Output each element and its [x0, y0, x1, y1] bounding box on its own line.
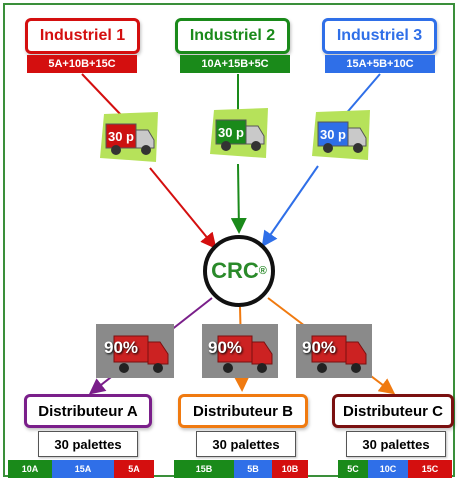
distributeur-b-seg-1: 15B: [174, 460, 234, 478]
distributeur-a-pallets: 30 palettes: [38, 431, 138, 457]
crc-label: CRC: [211, 258, 259, 283]
distributeur-b-box: Distributeur B: [178, 394, 308, 428]
truck-3-label: 30 p: [319, 126, 346, 142]
truck-2-label: 30 p: [217, 124, 244, 140]
delivery-truck-icon-c: [296, 324, 372, 378]
distributeur-c-seg-2: 10C: [368, 460, 408, 478]
industriel-2-label: Industriel 2: [189, 27, 276, 44]
distributeur-c-pallets: 30 palettes: [346, 431, 446, 457]
industriel-2-mix: 10A+15B+5C: [180, 55, 290, 73]
arrow-ind1-truck: [81, 73, 123, 117]
distributeur-b-label: Distributeur B: [192, 402, 293, 420]
distributeur-b-seg-3: 10B: [272, 460, 308, 478]
arrow-ind1-crc: [149, 167, 217, 250]
distributeur-a-seg-3: 5A: [114, 460, 154, 478]
distributeur-b-segments: 15B 5B 10B: [174, 460, 308, 478]
truck-icon-1: [100, 112, 158, 162]
delivery-truck-c-fill: 90%: [302, 338, 337, 357]
industriel-1-mix: 5A+10B+15C: [27, 55, 137, 73]
crc-hub: CRC®: [203, 235, 275, 307]
distributeur-b-pallets: 30 palettes: [196, 431, 296, 457]
arrow-ind3-truck: [343, 73, 381, 117]
distributeur-a-segments: 10A 15A 5A: [8, 460, 154, 478]
delivery-truck-a-fill: 90%: [104, 338, 139, 357]
industriel-1-box: Industriel 1: [25, 18, 140, 54]
truck-icon-2: [210, 108, 268, 158]
industriel-1-label: Industriel 1: [39, 27, 126, 44]
truck-icon-3: [312, 110, 370, 160]
distributeur-a-seg-1: 10A: [8, 460, 52, 478]
distributeur-c-seg-1: 5C: [338, 460, 368, 478]
distributeur-a-label: Distributeur A: [38, 402, 138, 420]
distributeur-a-seg-2: 15A: [52, 460, 114, 478]
distributeur-c-label: Distributeur C: [342, 402, 443, 420]
industriel-3-box: Industriel 3: [322, 18, 437, 54]
distributeur-c-seg-3: 15C: [408, 460, 452, 478]
arrow-ind2-crc: [230, 163, 247, 234]
delivery-truck-b-fill: 90%: [208, 338, 243, 357]
distributeur-b-seg-2: 5B: [234, 460, 272, 478]
distributeur-c-segments: 5C 10C 15C: [338, 460, 452, 478]
industriel-3-mix: 15A+5B+10C: [325, 55, 435, 73]
distributeur-c-box: Distributeur C: [332, 394, 454, 428]
arrow-ind3-crc: [261, 165, 319, 248]
distributeur-a-box: Distributeur A: [24, 394, 152, 428]
industriel-3-label: Industriel 3: [336, 27, 423, 44]
crc-mark: ®: [258, 265, 267, 277]
truck-1-label: 30 p: [107, 128, 134, 144]
delivery-truck-icon-a: [96, 324, 174, 378]
industriel-2-box: Industriel 2: [175, 18, 290, 54]
delivery-truck-icon-b: [202, 324, 278, 378]
